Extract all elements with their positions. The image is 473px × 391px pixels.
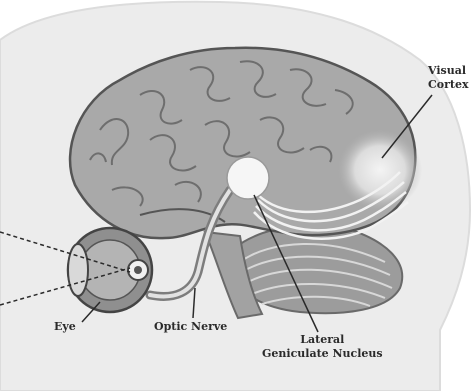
- visual-cortex-highlight: [338, 130, 422, 210]
- eye-label: Eye: [54, 320, 76, 334]
- lateral-geniculate-nucleus: [227, 157, 269, 199]
- eye: [68, 228, 152, 312]
- lgn-label-line-2: Geniculate Nucleus: [262, 347, 383, 361]
- lgn-label: Lateral Geniculate Nucleus: [262, 333, 383, 361]
- visual-cortex-label-line-2: Cortex: [428, 78, 469, 92]
- optic-nerve-label-text: Optic Nerve: [154, 320, 227, 334]
- eye-label-text: Eye: [54, 320, 76, 334]
- lgn-label-line-1: Lateral: [262, 333, 383, 347]
- visual-cortex-label: Visual Cortex: [428, 64, 469, 92]
- optic-nerve-label: Optic Nerve: [154, 320, 227, 334]
- visual-cortex-label-line-1: Visual: [428, 64, 469, 78]
